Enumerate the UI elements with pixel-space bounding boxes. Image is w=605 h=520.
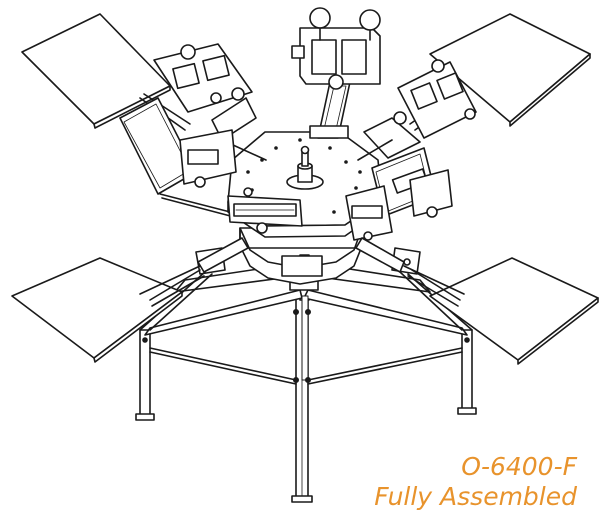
print-head-top bbox=[291, 7, 381, 139]
upper-right-platen bbox=[409, 13, 591, 131]
model-number-caption: O-6400-F bbox=[461, 452, 577, 481]
diagonal-struts bbox=[144, 289, 468, 385]
lower-right-platen bbox=[407, 257, 599, 365]
lower-left-platen bbox=[11, 257, 205, 363]
platen-support-arms bbox=[139, 237, 465, 295]
press-stand bbox=[135, 247, 477, 503]
print-head-upper-right bbox=[357, 59, 477, 161]
assembly-status-caption: Fully Assembled bbox=[374, 482, 577, 511]
center-spindle bbox=[286, 145, 324, 190]
right-leg bbox=[457, 329, 477, 415]
leg-bolts bbox=[142, 308, 470, 383]
print-head-left bbox=[119, 97, 239, 219]
print-head-right bbox=[371, 147, 453, 229]
print-head-upper-left bbox=[153, 43, 267, 161]
print-head-front bbox=[227, 185, 393, 241]
left-leg bbox=[135, 329, 155, 421]
